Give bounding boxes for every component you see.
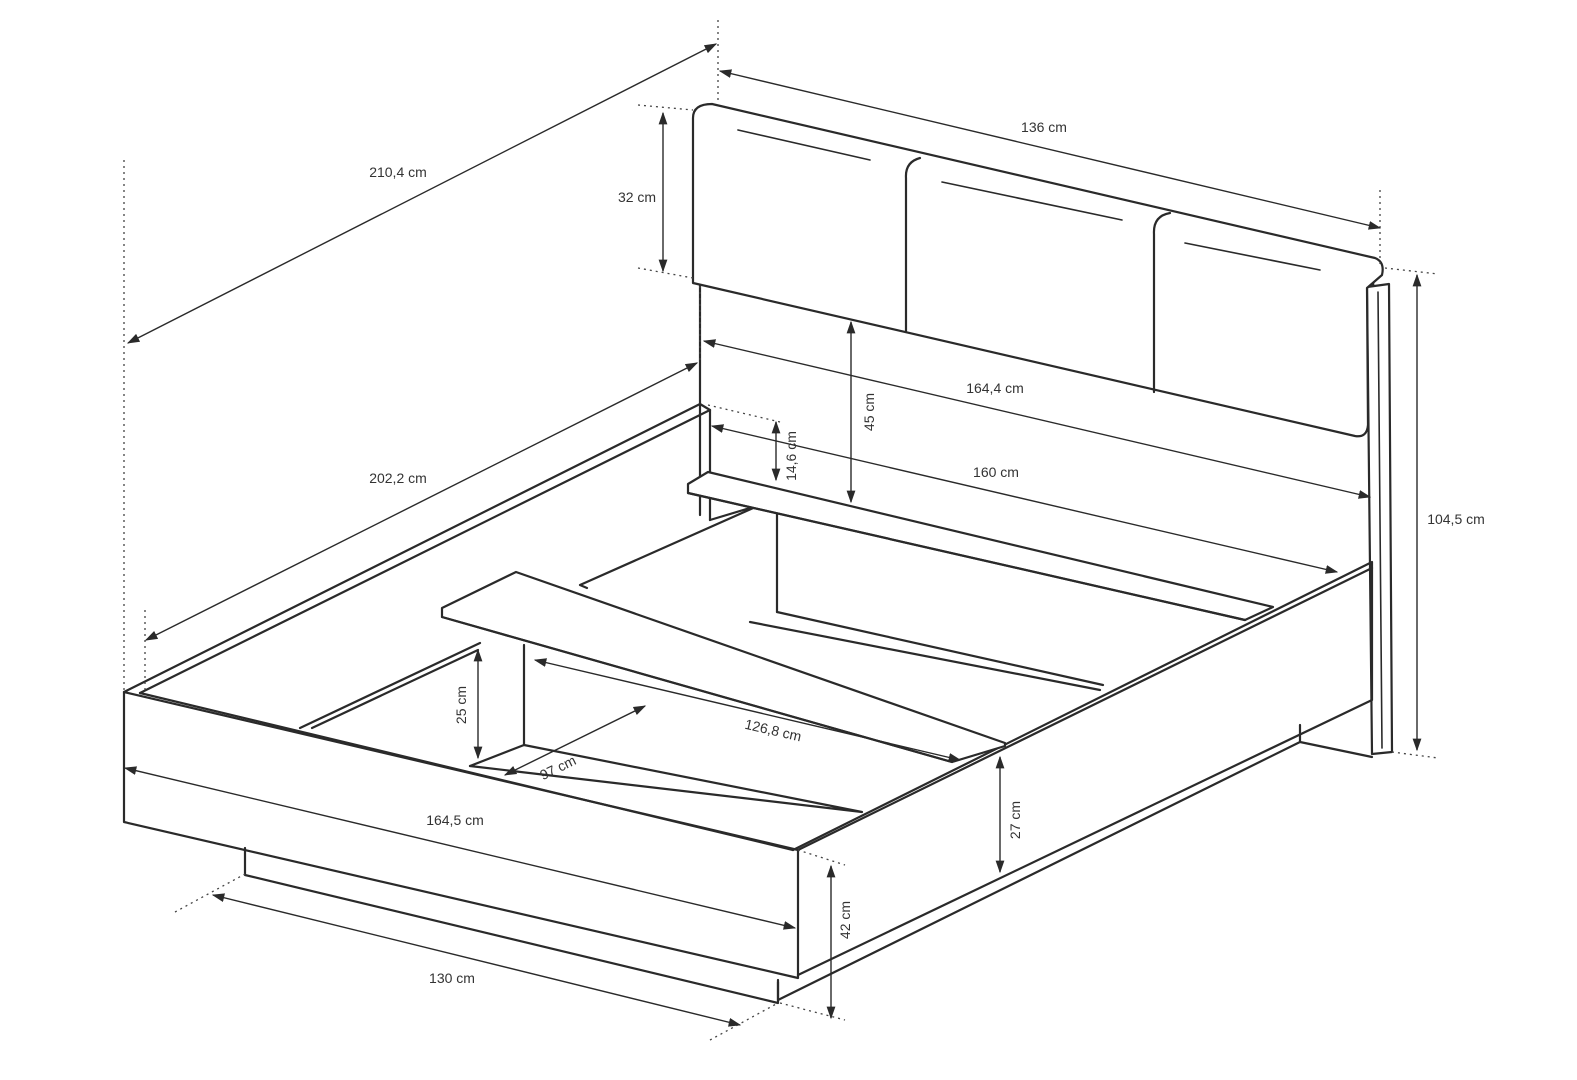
label-headboard-height-above: 45 cm — [861, 393, 877, 431]
headboard-cushions — [691, 102, 1384, 438]
cushion-stitch-3 — [1184, 242, 1321, 271]
foot-panel — [122, 690, 800, 980]
slat-front — [440, 570, 1007, 764]
dimension-arrows — [123, 43, 1422, 1027]
label-drawer-depth: 25 cm — [453, 686, 469, 724]
headboard — [691, 102, 1394, 756]
label-inner-length: 202,2 cm — [369, 470, 427, 486]
slat-back-edge — [686, 491, 1247, 622]
bed-frame — [122, 402, 1374, 1005]
plinth-right — [776, 723, 1374, 1002]
inner-front-rail — [298, 641, 526, 768]
slat-back — [686, 470, 1275, 622]
label-headboard-panel-width: 164,4 cm — [966, 380, 1024, 396]
label-slat-width: 126,8 cm — [743, 716, 803, 745]
label-base-height: 42 cm — [837, 901, 853, 939]
plinth — [243, 846, 780, 1005]
label-plinth-width: 130 cm — [429, 970, 475, 986]
label-headboard-width: 136 cm — [1021, 119, 1067, 135]
right-rail — [791, 560, 1374, 977]
label-total-length: 210,4 cm — [369, 164, 427, 180]
label-cushion-height: 32 cm — [618, 189, 656, 205]
right-rail-top — [796, 566, 1374, 852]
label-shelf-offset: 14,6 cm — [783, 431, 799, 481]
inner-back-rail — [578, 503, 762, 590]
label-frame-width: 164,5 cm — [426, 812, 484, 828]
headboard-post-groove — [1377, 291, 1383, 749]
label-side-height: 27 cm — [1007, 801, 1023, 839]
label-total-height: 104,5 cm — [1427, 511, 1485, 527]
label-inner-width: 160 cm — [973, 464, 1019, 480]
